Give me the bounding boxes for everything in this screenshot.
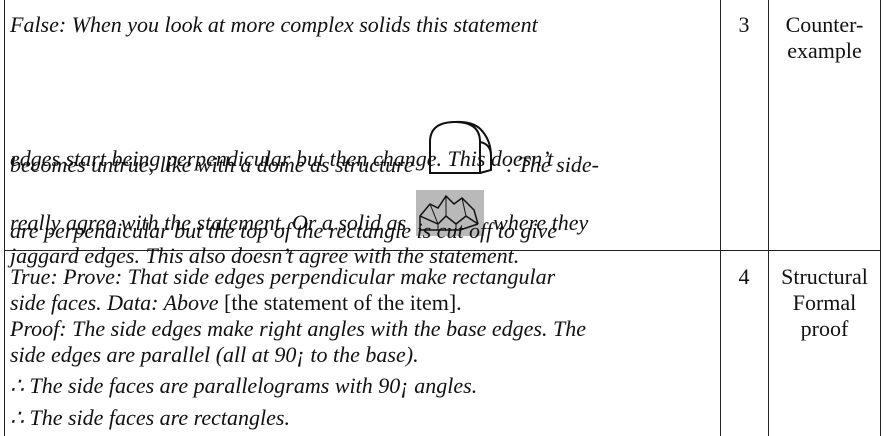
row1-line2: becomes untrue, like with a dome as stru…: [10, 118, 599, 178]
row1-level: 3: [738, 12, 750, 37]
row1-line3: edges start being perpendicular but then…: [10, 146, 554, 171]
row1-line6: jaggard edges. This also doesn’t agree w…: [10, 243, 520, 268]
jagged-solid-icon: [415, 190, 484, 236]
row1-line5: are perpendicular but the top of the rec…: [10, 218, 558, 243]
row2-line1: True: Prove: That side edges perpendicul…: [10, 264, 556, 289]
row1-classification-2: example: [787, 38, 862, 63]
row2-classification-3: proof: [800, 316, 849, 341]
row1-line4: really agree with the statement. Or a so…: [10, 190, 588, 236]
column-divider-level: [720, 0, 721, 436]
row1-classification-1: Counter-: [785, 12, 864, 37]
response-table: False: When you look at more complex sol…: [4, 0, 881, 436]
row2-classification-2: Formal: [792, 290, 857, 315]
row2-line4: side edges are parallel (all at 90¡ to t…: [10, 342, 419, 367]
row2-line2: side faces. Data: Above [the statement o…: [10, 290, 462, 315]
column-divider-classification: [768, 0, 769, 436]
row1-line1: False: When you look at more complex sol…: [10, 12, 538, 37]
row2-line6: ∴ The side faces are rectangles.: [10, 405, 290, 430]
row2-level: 4: [738, 264, 750, 289]
row2-line3: Proof: The side edges make right angles …: [10, 316, 586, 341]
row2-line5: ∴ The side faces are parallelograms with…: [10, 373, 478, 398]
row2-classification-1: Structural: [781, 264, 868, 289]
dome-icon: [425, 118, 497, 178]
row-divider: [5, 250, 880, 251]
